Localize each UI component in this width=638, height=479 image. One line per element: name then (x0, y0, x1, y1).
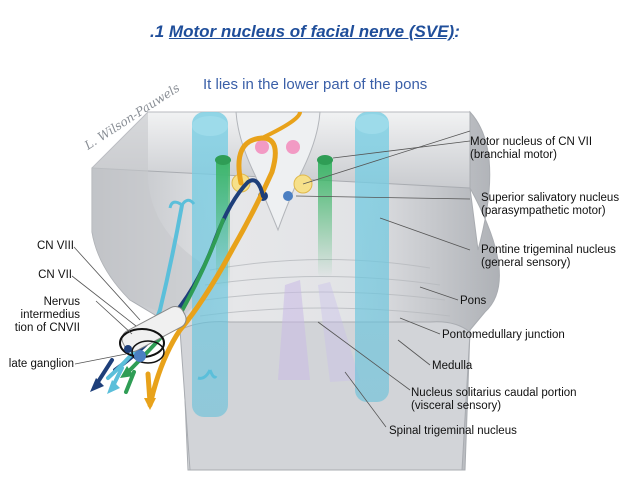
label-nervus-line3: tion of CNVII (14, 322, 80, 334)
label-pontine-line1: Pontine trigeminal nucleus (481, 244, 616, 256)
abducens-nucleus-left (255, 140, 269, 154)
label-spinal-trigeminal: Spinal trigeminal nucleus (389, 425, 517, 438)
slide-title: .1 Motor nucleus of facial nerve (SVE): (150, 22, 460, 42)
fiber-arrows (90, 358, 156, 410)
label-spinal-trigeminal-line1: Spinal trigeminal nucleus (389, 425, 517, 437)
trigeminal-top-left (192, 116, 228, 136)
nerve-root-bundle (119, 305, 187, 364)
label-medulla-line1: Medulla (432, 360, 473, 372)
label-cn-viii: CN VIII (14, 240, 74, 253)
title-underlined: Motor nucleus of facial nerve (SVE) (168, 22, 455, 41)
spinal-trigeminal-right (355, 112, 389, 402)
green-top-left (215, 155, 231, 165)
label-medulla: Medulla (432, 360, 472, 373)
title-prefix: .1 (150, 22, 169, 41)
facial-genu (261, 111, 302, 140)
label-pons: Pons (460, 295, 486, 308)
label-pons-line1: Pons (460, 295, 487, 307)
label-salivatory-line2: (parasympathetic motor) (481, 205, 606, 217)
label-pontine-line2: (general sensory) (481, 257, 571, 269)
label-motor-nucleus-line2: (branchial motor) (470, 149, 557, 161)
label-pontomedullary-junction: Pontomedullary junction (442, 329, 565, 342)
solitarius-right (318, 158, 332, 278)
trigeminal-fork (168, 198, 196, 209)
label-cn-vii-line1: CN VII (38, 269, 72, 281)
green-top-right (317, 155, 333, 165)
label-cn-viii-line1: CN VIII (36, 240, 74, 252)
abducens-nucleus-right (286, 140, 300, 154)
lower-cyan-fork (197, 369, 218, 380)
label-motor-nucleus-cnvii: Motor nucleus of CN VII (branchial motor… (470, 136, 592, 162)
title-suffix: : (454, 22, 460, 41)
label-salivatory-line1: Superior salivatory nucleus (481, 192, 620, 204)
label-motor-nucleus-line1: Motor nucleus of CN VII (470, 136, 593, 148)
label-nucleus-solitarius: Nucleus solitarius caudal portion (visce… (411, 387, 577, 413)
label-cn-vii: CN VII (14, 269, 72, 282)
right-leader-lines (295, 130, 471, 428)
label-nervus-line2: intermedius (20, 309, 80, 321)
label-pontine-trigeminal: Pontine trigeminal nucleus (general sens… (481, 244, 616, 270)
label-ganglion: late ganglion (0, 358, 74, 371)
label-nervus-intermedius: Nervus intermedius tion of CNVII (0, 296, 80, 335)
slide-subtitle: It lies in the lower part of the pons (203, 76, 428, 93)
label-solitarius-line1: Nucleus solitarius caudal portion (411, 387, 577, 399)
label-nervus-line1: Nervus (43, 296, 80, 308)
label-ganglion-line1: late ganglion (8, 358, 74, 370)
pyramid-tract (278, 280, 310, 380)
pons-front (92, 112, 200, 320)
label-solitarius-line2: (visceral sensory) (411, 400, 502, 412)
label-pontomedullary-line1: Pontomedullary junction (442, 329, 565, 341)
fourth-ventricle (235, 111, 321, 232)
label-superior-salivatory: Superior salivatory nucleus (parasympath… (481, 192, 619, 218)
salivatory-nucleus-right (283, 191, 293, 201)
facial-motor-fibers (147, 135, 278, 408)
medial-lemniscus (318, 282, 360, 382)
trigeminal-top-right (355, 114, 389, 134)
left-leader-lines (71, 246, 141, 365)
